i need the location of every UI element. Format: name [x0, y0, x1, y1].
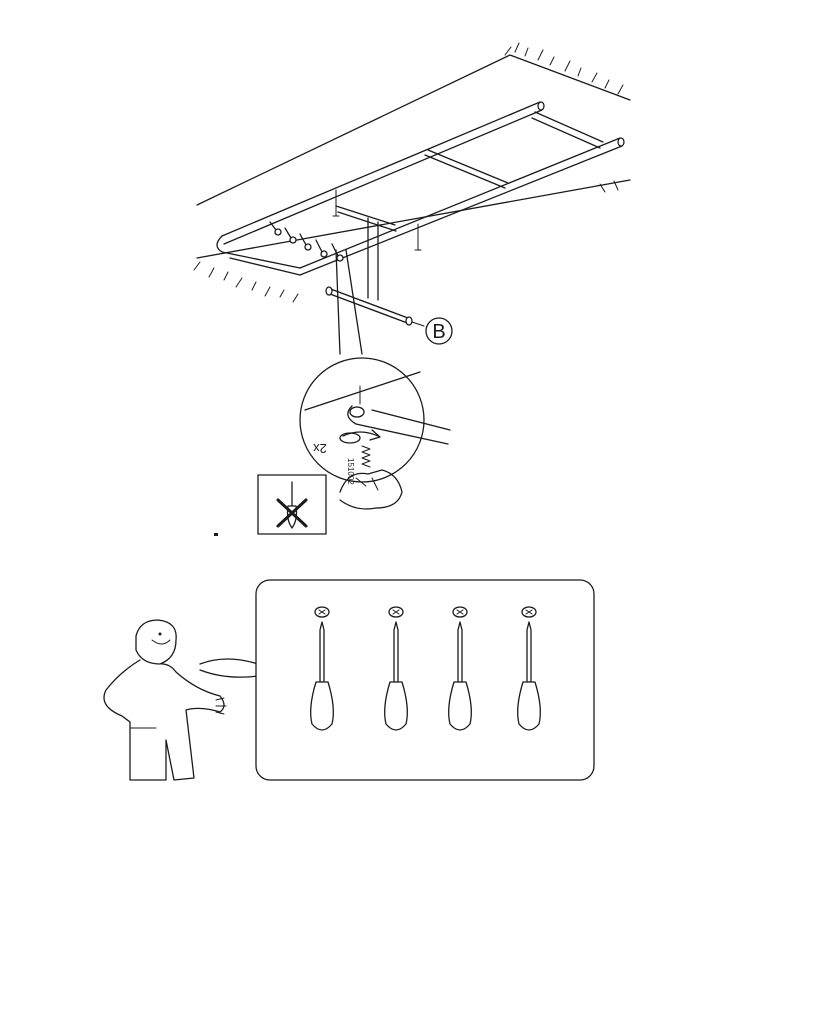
magnifier-callout-icon: 2x 151002	[299, 249, 451, 510]
no-power-drill-icon	[257, 474, 327, 535]
quantity-label: 2x	[313, 441, 327, 456]
tool-panel	[199, 579, 595, 781]
phillips-screwdriver-icon	[517, 606, 541, 731]
screw-part-number: 151002	[346, 458, 355, 485]
phillips-screwdriver-icon	[310, 606, 334, 731]
phillips-screwdriver-icon	[384, 606, 408, 731]
ceiling-assembly: B	[193, 42, 631, 345]
stray-mark	[214, 533, 218, 536]
assembly-person-icon	[103, 619, 227, 781]
part-b-label: B	[432, 321, 445, 343]
phillips-screwdriver-icon	[448, 606, 472, 731]
hook-row	[269, 221, 344, 262]
bracket-part-b	[325, 189, 422, 326]
part-b-callout: B	[411, 317, 453, 345]
